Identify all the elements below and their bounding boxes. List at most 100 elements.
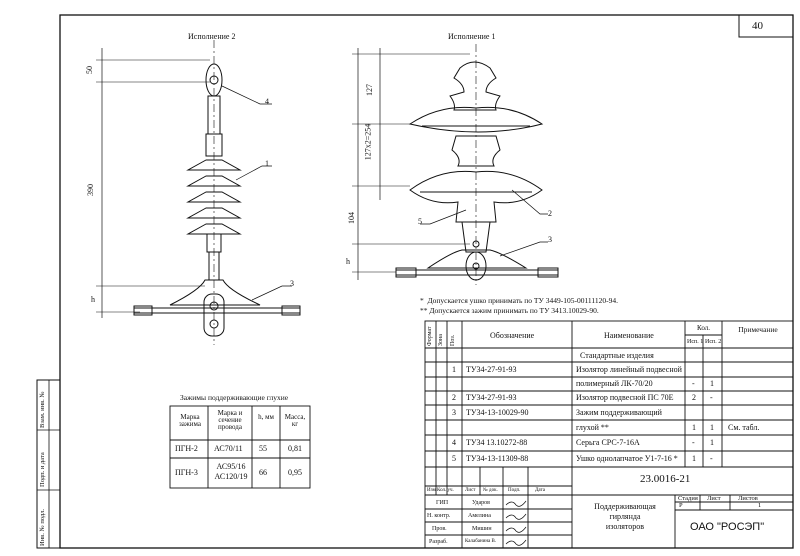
tb-name-1: Ударов <box>472 500 490 506</box>
spec-header-qty: Кол. <box>697 324 710 332</box>
clamps-row-1-mark: ПГН-2 <box>175 444 198 453</box>
spec-row-2-q1: - <box>692 379 695 388</box>
clamps-header-wire: Марка и сечение провода <box>217 409 243 431</box>
spec-row-5-name: глухой ** <box>576 423 609 432</box>
view-polymer-insulator <box>96 40 301 345</box>
callout-5: 5 <box>418 217 422 226</box>
spec-row-4-pos: 3 <box>452 408 456 417</box>
tb-col-izm: Изм. <box>427 488 437 493</box>
clamps-row-1-h: 55 <box>259 444 267 453</box>
clamps-table-grid <box>169 405 311 489</box>
spec-row-6-q2: 1 <box>710 438 714 447</box>
tb-col-sign: Подп. <box>508 488 521 493</box>
spec-header-pos: Поз. <box>450 334 456 346</box>
tb-name-4: Калабанина В. <box>465 539 497 544</box>
spec-row-2-q2: 1 <box>710 379 714 388</box>
spec-row-1-name: Изолятор линейный подвесной <box>576 365 682 374</box>
clamps-table-title: Зажимы поддерживающие глухие <box>180 393 289 402</box>
drawing-code: 23.0016-21 <box>640 473 691 485</box>
clamps-row-2-mark: ПГН-3 <box>175 468 198 477</box>
view-title-left: Исполнение 2 <box>188 32 236 41</box>
callout-3-right: 3 <box>548 235 552 244</box>
margin-label-2: Подп. и дата <box>39 452 46 487</box>
spec-header-qty2: Исп. 2 <box>705 339 722 345</box>
spec-section-title: Стандартные изделия <box>580 351 654 360</box>
sheet-number-box <box>738 14 794 38</box>
note-2: ** Допускается зажим принимать по ТУ 341… <box>420 306 599 315</box>
spec-header-designation: Обозначение <box>490 331 535 340</box>
spec-header-qty1: Исп. 1 <box>687 339 704 345</box>
spec-header-name: Наименование <box>604 331 654 340</box>
spec-row-6-q1: - <box>692 438 695 447</box>
spec-row-3-pos: 2 <box>452 393 456 402</box>
spec-row-7-pos: 5 <box>452 454 456 463</box>
spec-row-5-note: См. табл. <box>728 423 760 432</box>
spec-header-note: Примечание <box>738 325 778 334</box>
tb-col-list: Лист <box>465 488 476 493</box>
tb-sheet-label: Лист <box>707 495 721 502</box>
dim-right-mid: 127x2=254 <box>363 123 373 161</box>
spec-table-grid <box>424 320 794 468</box>
clamps-row-2-mass: 0,95 <box>288 468 302 477</box>
tb-name-3: Мишин <box>472 526 492 532</box>
view-title-right: Исполнение 1 <box>448 32 496 41</box>
drawing-title: Поддерживающая гирлянда изоляторов <box>594 502 656 531</box>
callout-3-left: 3 <box>290 279 294 288</box>
spec-header-format: Формат <box>427 326 433 346</box>
tb-sheets-label: Листов <box>738 495 758 502</box>
clamps-header-mass: Масса, кг <box>284 413 306 428</box>
spec-row-5-q1: 1 <box>692 423 696 432</box>
spec-row-7-des: ТУ34-13-11309-88 <box>466 454 529 463</box>
spec-row-5-q2: 1 <box>710 423 714 432</box>
title-block-grid <box>424 466 794 549</box>
note-1: * Допускается ушко принимать по ТУ 3449-… <box>420 296 618 305</box>
spec-row-7-q1: 1 <box>692 454 696 463</box>
organization-name: ОАО "РОСЭП" <box>690 521 765 533</box>
tb-col-doc: № док. <box>483 488 498 493</box>
spec-row-1-pos: 1 <box>452 365 456 374</box>
dim-left-mid: 390 <box>86 184 95 196</box>
clamps-header-h: h, мм <box>258 413 274 421</box>
margin-label-3: Инв. № подл. <box>39 508 46 546</box>
tb-role-2: Н. контр. <box>427 513 451 519</box>
tb-stage-label: Стадия <box>678 495 698 502</box>
spec-row-4-name: Зажим поддерживающий <box>576 408 662 417</box>
note-1-text: Допускается ушко принимать по ТУ 3449-10… <box>427 296 618 305</box>
dim-left-top: 50 <box>85 66 94 74</box>
margin-strip <box>36 379 61 549</box>
dim-left-bottom: h <box>91 295 95 304</box>
callout-1: 1 <box>265 159 269 168</box>
spec-row-7-q2: - <box>710 454 713 463</box>
clamps-row-2-wire: АС95/16 АС120/19 <box>214 462 248 481</box>
clamps-header-mark: Марка зажима <box>179 413 201 428</box>
spec-row-6-pos: 4 <box>452 438 456 447</box>
spec-row-3-des: ТУ34-27-91-93 <box>466 393 517 402</box>
tb-sheets: 1 <box>758 502 762 509</box>
tb-stage: Р <box>679 502 683 509</box>
tb-role-3: Пров. <box>432 526 447 532</box>
dim-right-lower: 104 <box>347 212 356 224</box>
tb-role-1: ГИП <box>436 500 449 506</box>
tb-col-kol: Кол. уч. <box>437 488 454 493</box>
clamps-row-1-wire: АС70/11 <box>214 444 243 453</box>
view-porcelain-insulator <box>352 44 559 285</box>
callout-2: 2 <box>548 209 552 218</box>
sheet-number: 40 <box>752 20 763 32</box>
spec-header-zone: Зона <box>438 334 444 346</box>
spec-row-1-des: ТУ34-27-91-93 <box>466 365 517 374</box>
spec-row-4-des: ТУ34-13-10029-90 <box>466 408 529 417</box>
clamps-row-2-h: 66 <box>259 468 267 477</box>
tb-role-4: Разраб. <box>429 539 448 545</box>
tb-col-date: Дата <box>535 488 545 493</box>
dim-right-bottom: h <box>346 257 350 266</box>
note-2-text: Допускается зажим принимать по ТУ 3413.1… <box>429 306 599 315</box>
spec-row-3-q1: 2 <box>692 393 696 402</box>
tb-name-2: Амелина <box>468 513 491 519</box>
spec-row-7-name: Ушко однолапчатое У1-7-16 * <box>576 454 678 463</box>
spec-row-6-des: ТУ34 13.10272-88 <box>466 438 528 447</box>
spec-row-3-q2: - <box>710 393 713 402</box>
clamps-row-1-mass: 0,81 <box>288 444 302 453</box>
spec-row-3-name: Изолятор подвесной ПС 70Е <box>576 393 674 402</box>
margin-label-1: Взам. инв. № <box>39 391 46 428</box>
